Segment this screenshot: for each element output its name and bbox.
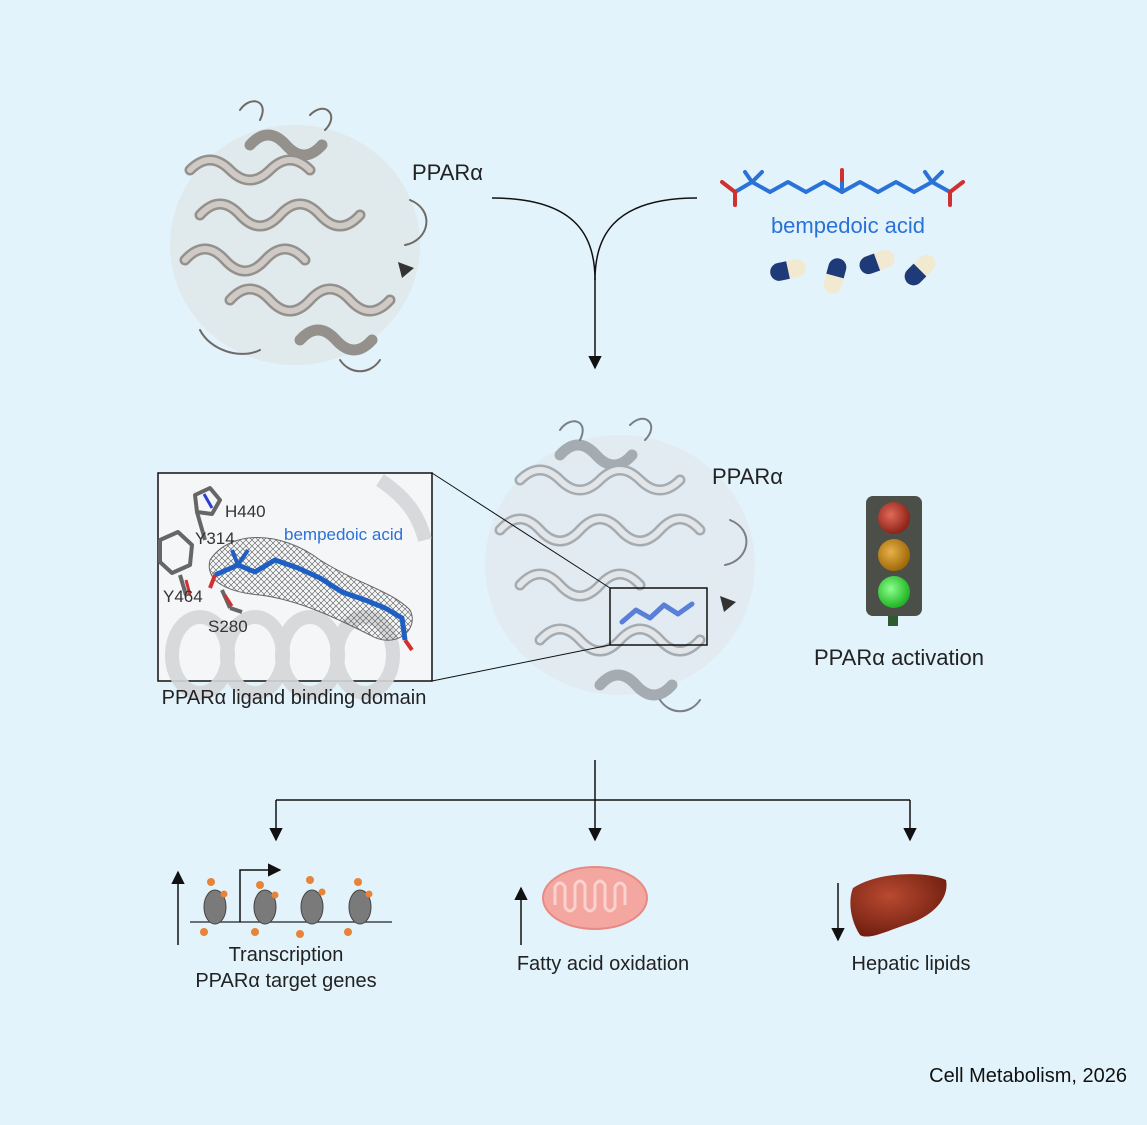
inset-caption: PPARα ligand binding domain bbox=[162, 687, 427, 709]
label-ppara-middle: PPARα bbox=[712, 464, 783, 489]
converging-lines bbox=[491, 197, 698, 281]
residue-y464: Y464 bbox=[163, 587, 203, 606]
label-transcription: Transcription bbox=[229, 944, 344, 966]
zoom-line-top bbox=[431, 472, 611, 589]
mitochondrion-icon bbox=[514, 866, 648, 945]
label-bempedoic-acid-top: bempedoic acid bbox=[771, 213, 925, 238]
capsule-icons bbox=[770, 249, 936, 294]
residue-s280: S280 bbox=[208, 617, 248, 636]
bempedoic-acid-structure bbox=[720, 168, 965, 207]
label-target-genes: PPARα target genes bbox=[195, 970, 376, 992]
citation: Cell Metabolism, 2026 bbox=[929, 1065, 1127, 1087]
label-ppara-activation: PPARα activation bbox=[814, 645, 984, 670]
label-hepatic-lipids: Hepatic lipids bbox=[852, 953, 971, 975]
inset-binding-domain bbox=[157, 472, 433, 700]
zoom-box bbox=[609, 587, 708, 646]
protein-structure-middle bbox=[485, 417, 755, 713]
residue-y314: Y314 bbox=[195, 529, 235, 548]
residue-h440: H440 bbox=[225, 502, 266, 521]
traffic-light-icon bbox=[866, 496, 922, 626]
zoom-line-bottom bbox=[431, 644, 611, 682]
liver-icon bbox=[831, 874, 947, 942]
inset-ligand-label: bempedoic acid bbox=[284, 525, 403, 544]
label-fatty-acid-oxidation: Fatty acid oxidation bbox=[517, 953, 689, 975]
branch-arrows bbox=[269, 760, 917, 842]
nucleosome-dna-icon bbox=[171, 863, 392, 945]
protein-structure-top bbox=[170, 100, 428, 373]
label-ppara-top: PPARα bbox=[412, 160, 483, 185]
